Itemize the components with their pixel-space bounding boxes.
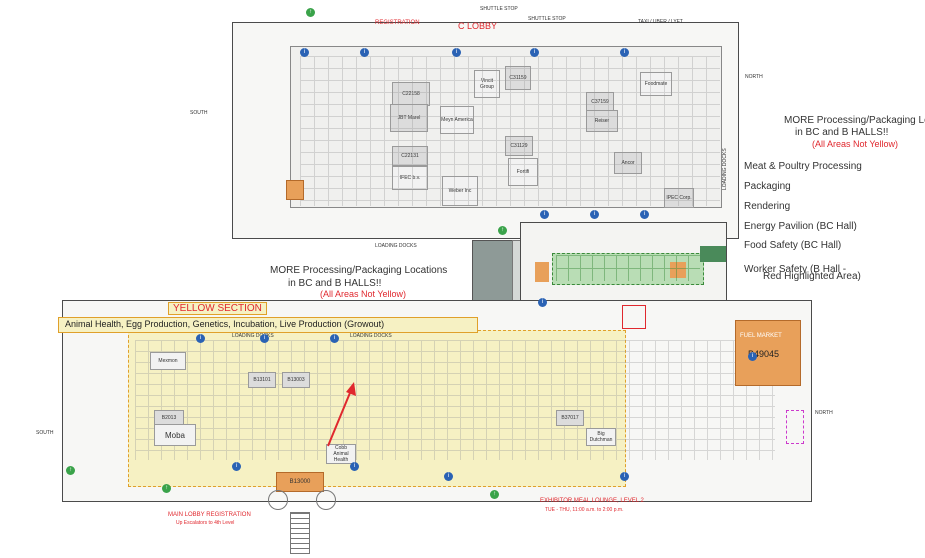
info-icon: i — [640, 210, 649, 219]
bc-hall-booth-grid — [556, 255, 700, 281]
yellow-section-banner: Animal Health, Egg Production, Genetics,… — [58, 317, 478, 333]
exit-icon: ↑ — [66, 466, 75, 475]
info-icon: i — [540, 210, 549, 219]
south-label: SOUTH — [36, 430, 54, 436]
yellow-section-banner-text: Animal Health, Egg Production, Genetics,… — [65, 319, 385, 329]
fuel-market-label: FUEL MARKET — [740, 333, 782, 339]
info-icon: i — [300, 48, 309, 57]
legend-energy-pavilion: Energy Pavilion (BC Hall) — [744, 221, 857, 232]
entrance-circle — [316, 490, 336, 510]
yellow-section-title: YELLOW SECTION — [168, 302, 267, 315]
booth-mexmon[interactable]: Mexmon — [150, 352, 186, 370]
booth-jbt-marel[interactable]: JBT Marel — [390, 104, 428, 132]
booth-b13003[interactable]: B13003 — [282, 372, 310, 388]
info-icon: i — [538, 298, 547, 307]
booth-meyn-america[interactable]: Meyn America — [440, 106, 474, 134]
exit-icon: ↑ — [306, 8, 315, 17]
info-icon: i — [232, 462, 241, 471]
registration-label: REGISTRATION — [375, 20, 420, 26]
main-lobby-registration: MAIN LOBBY REGISTRATION — [168, 512, 251, 518]
info-icon: i — [590, 210, 599, 219]
more-locations-note-line1: MORE Processing/Packaging Locations — [270, 265, 448, 276]
booth-weber-inc[interactable]: Weber Inc — [442, 176, 478, 206]
shuttle-stop-label: SHUTTLE STOP — [480, 6, 518, 12]
c-lobby-label: C LOBBY — [458, 21, 498, 31]
dashed-area — [786, 410, 804, 444]
info-icon: i — [330, 334, 339, 343]
booth-b13101[interactable]: B13101 — [248, 372, 276, 388]
right-more-line3: (All Areas Not Yellow) — [812, 139, 899, 149]
booth-moba[interactable]: Moba — [154, 424, 196, 446]
booth-b13000[interactable]: B13000 — [276, 472, 324, 492]
north-label: NORTH — [745, 74, 763, 80]
legend-packaging: Packaging — [744, 181, 791, 192]
legend-food-safety: Food Safety (BC Hall) — [744, 240, 842, 251]
booth-c31159[interactable]: C31159 — [505, 66, 531, 90]
info-icon: i — [360, 48, 369, 57]
booth-ipec-corp[interactable]: IPEC Corp. — [664, 188, 694, 208]
exit-icon: ↑ — [498, 226, 507, 235]
booth-ancor[interactable]: Ancor — [614, 152, 642, 174]
legend-meat-poultry: Meat & Poultry Processing — [744, 161, 862, 172]
fuel-market[interactable]: FUEL MARKET B49045 — [735, 320, 801, 386]
shuttle-stop-label: SHUTTLE STOP — [528, 16, 566, 22]
more-locations-note-line3: (All Areas Not Yellow) — [320, 289, 407, 299]
main-lobby-sub: Up Escalators to 4th Level — [176, 520, 235, 526]
info-icon: i — [452, 48, 461, 57]
booth-foodmate[interactable]: Foodmate — [640, 72, 672, 96]
escalator — [290, 512, 310, 554]
exit-icon: ↑ — [490, 490, 499, 499]
yellow-section — [128, 330, 626, 487]
info-icon: i — [620, 472, 629, 481]
booth-cobb-animal-health[interactable]: Cobb Animal Health — [326, 444, 356, 464]
legend-worker-safety-sub: Red Highlighted Area) — [763, 271, 861, 282]
legend-rendering: Rendering — [744, 201, 791, 212]
c-hall-booth-grid — [300, 56, 720, 206]
info-icon: i — [530, 48, 539, 57]
info-icon: i — [620, 48, 629, 57]
booth-ifec[interactable]: IFEC b.v. — [392, 166, 428, 190]
info-icon: i — [260, 334, 269, 343]
taxi-label: TAXI / UBER / LYFT — [638, 19, 683, 25]
pointer-arrow — [327, 382, 356, 447]
right-more-line1: MORE Processing/Packaging Locations — [784, 115, 925, 126]
booth-b37017[interactable]: B37017 — [556, 410, 584, 426]
orange-booth — [670, 262, 686, 278]
north-label: NORTH — [815, 410, 833, 416]
booth-reiser[interactable]: Reiser — [586, 110, 618, 132]
south-label: SOUTH — [190, 110, 208, 116]
fuel-market-booth: B49045 — [748, 349, 780, 359]
booth-vincit-group[interactable]: Vincit Group — [474, 70, 500, 98]
b-hall-booth-grid — [135, 340, 775, 460]
meal-lounge: EXHIBITOR MEAL LOUNGE, LEVEL 2 — [540, 498, 644, 504]
c-hall-orange-booth — [286, 180, 304, 200]
booth-c22131[interactable]: C22131 — [392, 146, 428, 166]
info-icon: i — [748, 352, 757, 361]
worker-safety-area — [622, 305, 646, 329]
orange-booth — [535, 262, 549, 282]
loading-docks-label: LOADING DOCKS — [350, 333, 392, 339]
entrance-circle — [268, 490, 288, 510]
exit-icon: ↑ — [162, 484, 171, 493]
loading-docks-label: LOADING DOCKS — [375, 243, 417, 249]
info-icon: i — [350, 462, 359, 471]
info-icon: i — [444, 472, 453, 481]
legend-worker-safety: Worker Safety (B Hall - — [744, 264, 847, 275]
meal-lounge-sub: TUE - THU, 11:00 a.m. to 2:00 p.m. — [545, 507, 624, 513]
booth-c31129[interactable]: C31129 — [505, 136, 533, 156]
booth-fortifi[interactable]: Fortifi — [508, 158, 538, 186]
loading-docks-label: LOADING DOCKS — [232, 333, 274, 339]
info-icon: i — [196, 334, 205, 343]
more-locations-note-line2: in BC and B HALLS!! — [288, 278, 382, 289]
right-more-line2: in BC and B HALLS!! — [795, 127, 889, 138]
loading-docks-side-label: LOADING DOCKS — [722, 148, 728, 190]
green-pavilion-end — [700, 246, 726, 262]
booth-big-dutchman[interactable]: Big Dutchman — [586, 428, 616, 446]
